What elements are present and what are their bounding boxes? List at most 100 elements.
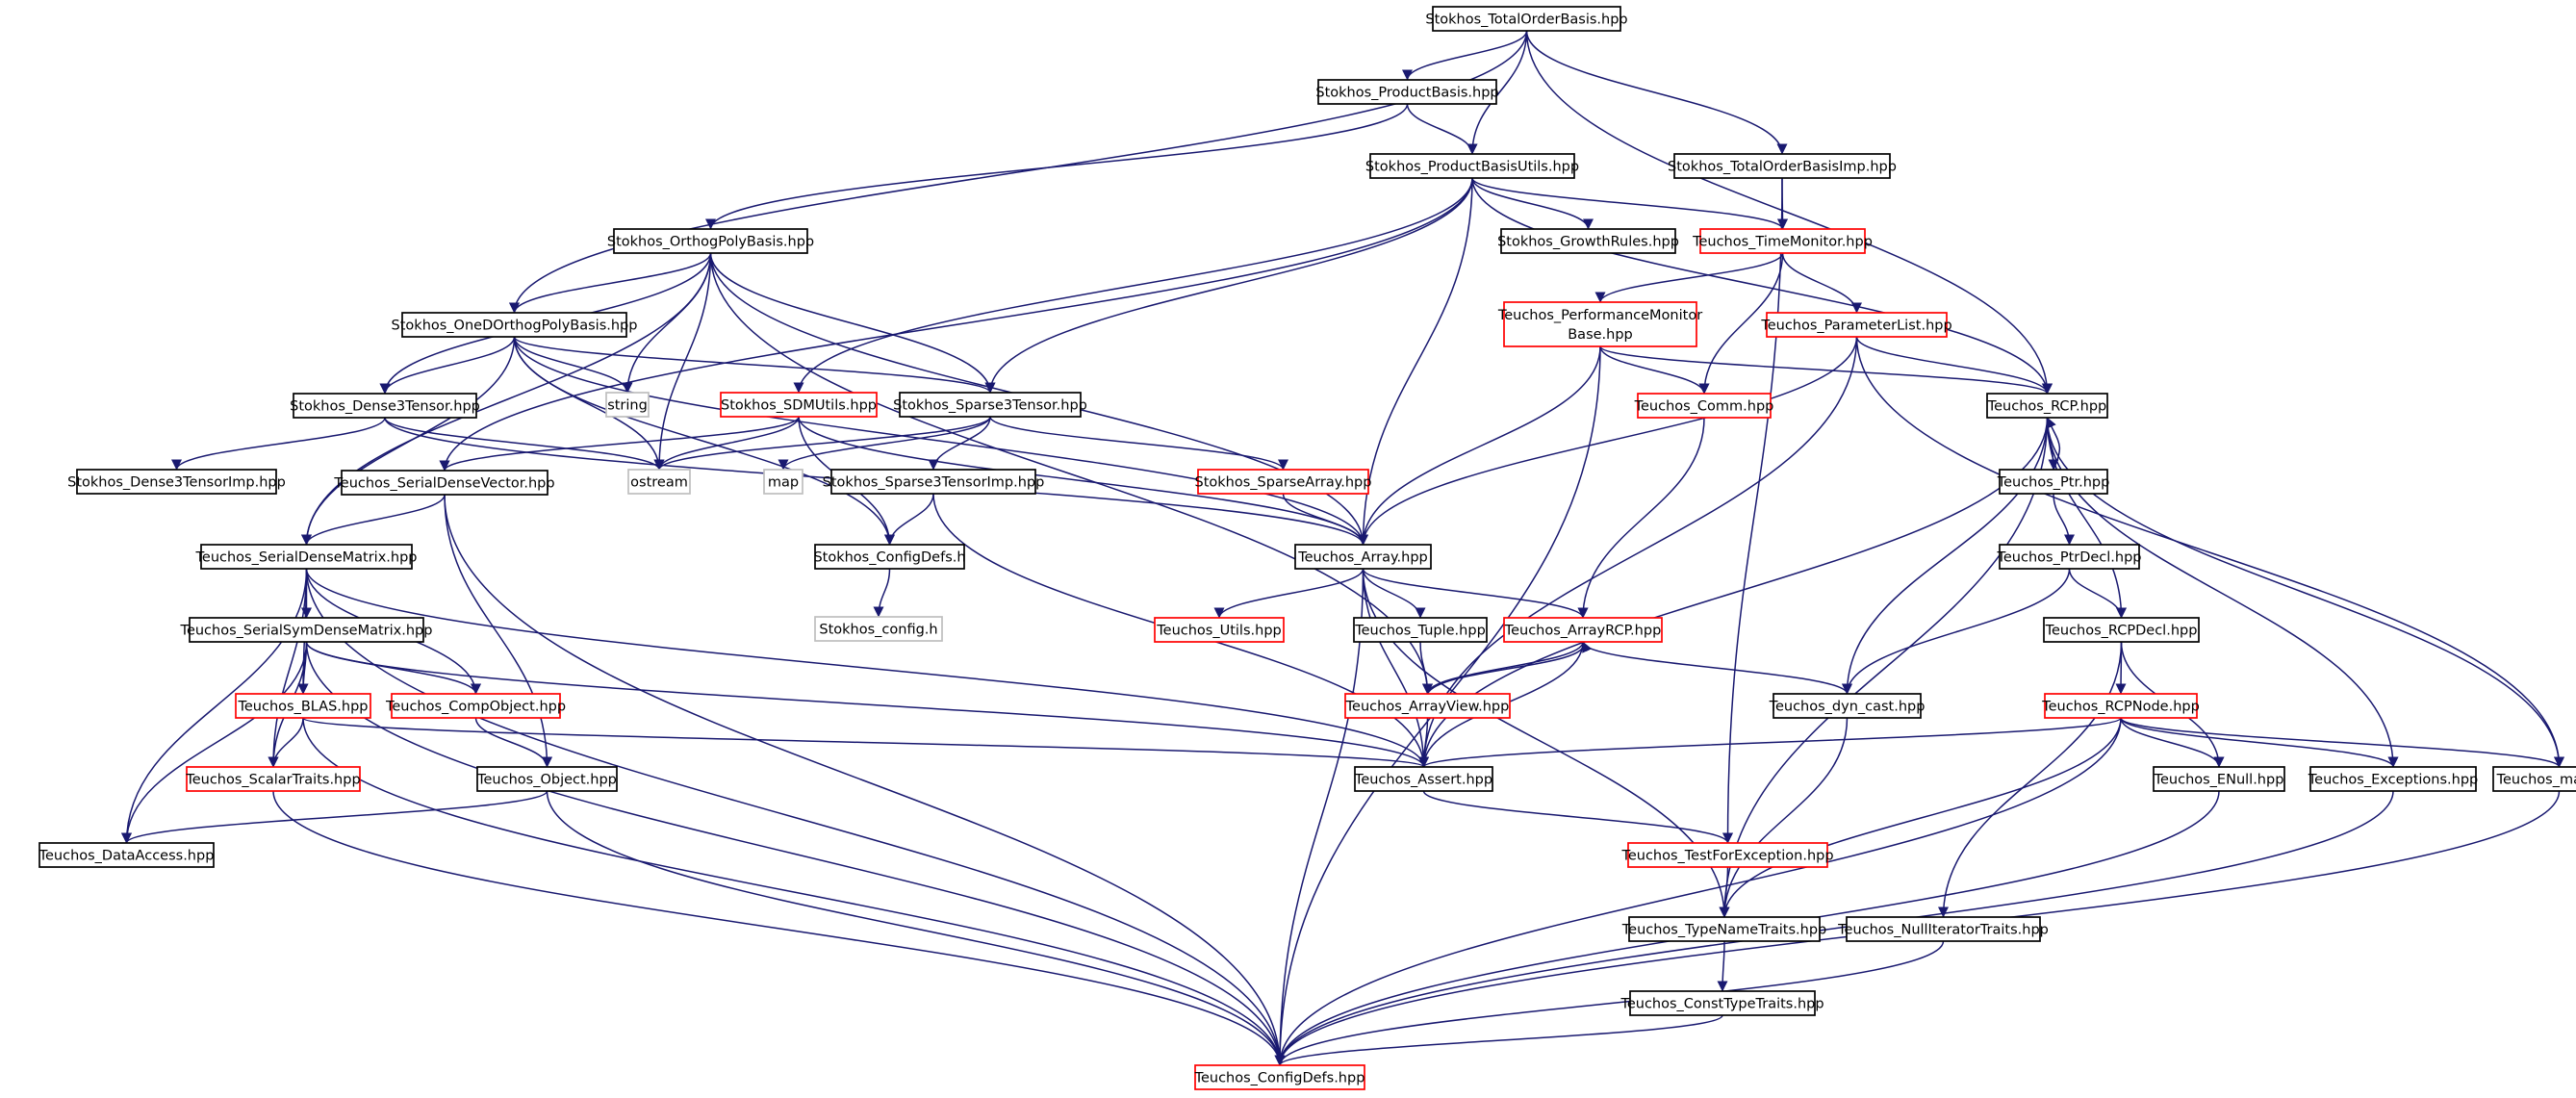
node-sparse_array[interactable]: Stokhos_SparseArray.hpp (1195, 469, 1372, 495)
node-label: Stokhos_TotalOrderBasis.hpp (1425, 13, 1627, 28)
edge-rcp_node-to-type_name_traits (1719, 717, 2122, 918)
edge-comp_object-to-object (474, 717, 552, 768)
edge-dense3tensor-to-ostream (384, 417, 665, 471)
node-rcp[interactable]: Teuchos_RCP.hpp (1986, 393, 2108, 419)
node-box (605, 392, 650, 418)
node-box (476, 766, 618, 792)
node-label: Teuchos_RCP.hpp (1987, 399, 2107, 415)
edge-parameter_list-to-assert (1418, 336, 1858, 768)
edge-time_monitor-to-comm (1698, 252, 1784, 395)
node-label: Stokhos_Dense3TensorImp.hpp (67, 475, 286, 491)
node-dense3tensor_imp[interactable]: Stokhos_Dense3TensorImp.hpp (67, 469, 286, 495)
node-sparse3tensor_imp[interactable]: Stokhos_Sparse3TensorImp.hpp (823, 469, 1045, 495)
node-teuchos_map[interactable]: Teuchos_map.hpp (2492, 766, 2576, 792)
node-parameter_list[interactable]: Teuchos_ParameterList.hpp (1760, 312, 1952, 338)
node-teuchos_config_defs[interactable]: Teuchos_ConfigDefs.hpp (1194, 1064, 1365, 1090)
edge-object-to-data_access (121, 790, 548, 844)
node-serial_dense_matrix[interactable]: Teuchos_SerialDenseMatrix.hpp (195, 544, 418, 570)
node-assert[interactable]: Teuchos_Assert.hpp (1354, 766, 1493, 792)
edge-performance_monitor_base-to-rcp (1599, 345, 2053, 395)
edge-rcp_node-to-teuchos_map (2120, 717, 2564, 768)
node-time_monitor[interactable]: Teuchos_TimeMonitor.hpp (1692, 228, 1873, 254)
node-dense3tensor[interactable]: Stokhos_Dense3Tensor.hpp (290, 393, 480, 419)
node-ptr_decl[interactable]: Teuchos_PtrDecl.hpp (1996, 544, 2142, 570)
node-data_access[interactable]: Teuchos_DataAccess.hpp (38, 842, 215, 868)
node-label: Stokhos_Sparse3Tensor.hpp (893, 398, 1087, 414)
node-box (186, 766, 361, 792)
node-total_order_basis_imp[interactable]: Stokhos_TotalOrderBasisImp.hpp (1668, 153, 1897, 179)
node-label: Teuchos_NullIteratorTraits.hpp (1837, 923, 2049, 938)
node-oned_orthog_poly_basis[interactable]: Stokhos_OneDOrthogPolyBasis.hpp (392, 312, 638, 338)
edge-ptr-to-ptr_decl (2053, 493, 2075, 546)
edge-oned_orthog_poly_basis-to-config_defs_h (513, 336, 895, 546)
node-label: Teuchos_TestForException.hpp (1620, 849, 1833, 864)
node-type_name_traits[interactable]: Teuchos_TypeNameTraits.hpp (1621, 916, 1826, 942)
node-label: Teuchos_Array.hpp (1297, 550, 1428, 566)
node-test_for_exception[interactable]: Teuchos_TestForException.hpp (1620, 842, 1834, 868)
node-dyn_cast[interactable]: Teuchos_dyn_cast.hpp (1769, 693, 1926, 719)
node-serial_sym_dense_matrix[interactable]: Teuchos_SerialSymDenseMatrix.hpp (180, 617, 433, 643)
node-box (830, 469, 1036, 495)
node-growth_rules[interactable]: Stokhos_GrowthRules.hpp (1497, 228, 1679, 254)
node-product_basis_utils[interactable]: Stokhos_ProductBasisUtils.hpp (1365, 153, 1579, 179)
edge-serial_dense_vector-to-teuchos_config_defs (444, 494, 1286, 1066)
node-box (1194, 1064, 1365, 1090)
node-comm[interactable]: Teuchos_Comm.hpp (1634, 393, 1774, 419)
edge-comm-to-array_rcp (1577, 417, 1705, 619)
node-enull[interactable]: Teuchos_ENull.hpp (2153, 766, 2285, 792)
node-product_basis[interactable]: Stokhos_ProductBasis.hpp (1315, 79, 1499, 105)
edge-sparse3tensor-to-sparse3tensor_imp (928, 416, 991, 471)
node-label: Stokhos_GrowthRules.hpp (1497, 235, 1679, 250)
node-box (1503, 301, 1697, 347)
edge-oned_orthog_poly_basis-to-string (513, 336, 633, 394)
node-tuple[interactable]: Teuchos_Tuple.hpp (1353, 617, 1488, 643)
edge-parameter_list-to-rcp (1855, 336, 2053, 395)
node-rcp_node[interactable]: Teuchos_RCPNode.hpp (2041, 693, 2200, 719)
node-ostream: ostream (627, 469, 691, 495)
edge-orthog_poly_basis-to-oned_orthog_poly_basis (509, 252, 712, 314)
node-utils[interactable]: Teuchos_Utils.hpp (1154, 617, 1285, 643)
node-box (2153, 766, 2285, 792)
edge-ptr_decl-to-rcp_decl (2068, 568, 2127, 619)
node-sparse3tensor[interactable]: Stokhos_Sparse3Tensor.hpp (893, 392, 1087, 418)
edge-rcp_node-to-enull (2120, 717, 2225, 768)
edge-sdmutils-to-ostream (653, 416, 800, 471)
node-object[interactable]: Teuchos_Object.hpp (476, 766, 618, 792)
node-array_rcp[interactable]: Teuchos_ArrayRCP.hpp (1503, 617, 1663, 643)
node-orthog_poly_basis[interactable]: Stokhos_OrthogPolyBasis.hpp (607, 228, 814, 254)
node-array[interactable]: Teuchos_Array.hpp (1294, 544, 1432, 570)
node-box (293, 393, 477, 419)
node-box (189, 617, 424, 643)
edge-serial_dense_matrix-to-scalar_traits (268, 568, 308, 768)
edge-oned_orthog_poly_basis-to-array (513, 336, 1368, 546)
node-label: Teuchos_Object.hpp (476, 773, 617, 788)
edge-config_defs_h-to-stokhos_config (873, 568, 891, 618)
node-box (1294, 544, 1432, 570)
node-sdmutils[interactable]: Stokhos_SDMUtils.hpp (720, 392, 878, 418)
node-array_view[interactable]: Teuchos_ArrayView.hpp (1344, 693, 1511, 719)
node-blas[interactable]: Teuchos_BLAS.hpp (235, 693, 371, 719)
edge-product_basis-to-product_basis_utils (1406, 103, 1478, 155)
node-rcp_decl[interactable]: Teuchos_RCPDecl.hpp (2043, 617, 2200, 643)
edge-dense3tensor-to-dense3tensor_imp (171, 417, 386, 471)
node-const_type_traits[interactable]: Teuchos_ConstTypeTraits.hpp (1620, 990, 1824, 1016)
edge-orthog_poly_basis-to-ostream (653, 252, 712, 471)
node-exceptions[interactable]: Teuchos_Exceptions.hpp (2308, 766, 2478, 792)
edge-sparse_array-to-array (1282, 493, 1368, 546)
edge-rcp-to-rcp_decl (2046, 417, 2127, 619)
node-comp_object[interactable]: Teuchos_CompObject.hpp (385, 693, 566, 719)
node-box (2044, 693, 2198, 719)
node-ptr[interactable]: Teuchos_Ptr.hpp (1997, 469, 2110, 495)
edge-const_type_traits-to-teuchos_config_defs (1274, 1014, 1723, 1066)
node-config_defs_h[interactable]: Stokhos_ConfigDefs.h (813, 544, 966, 570)
edge-tuple-to-array_view (1419, 641, 1433, 695)
node-label: Teuchos_PerformanceMonitor (1497, 308, 1702, 323)
edge-array-to-utils (1213, 568, 1365, 619)
node-scalar_traits[interactable]: Teuchos_ScalarTraits.hpp (185, 766, 361, 792)
edge-array_rcp-to-dyn_cast (1582, 641, 1852, 695)
edge-array-to-teuchos_config_defs (1274, 568, 1365, 1066)
node-null_iterator_traits[interactable]: Teuchos_NullIteratorTraits.hpp (1837, 916, 2049, 942)
node-serial_dense_vector[interactable]: Teuchos_SerialDenseVector.hpp (333, 470, 555, 496)
